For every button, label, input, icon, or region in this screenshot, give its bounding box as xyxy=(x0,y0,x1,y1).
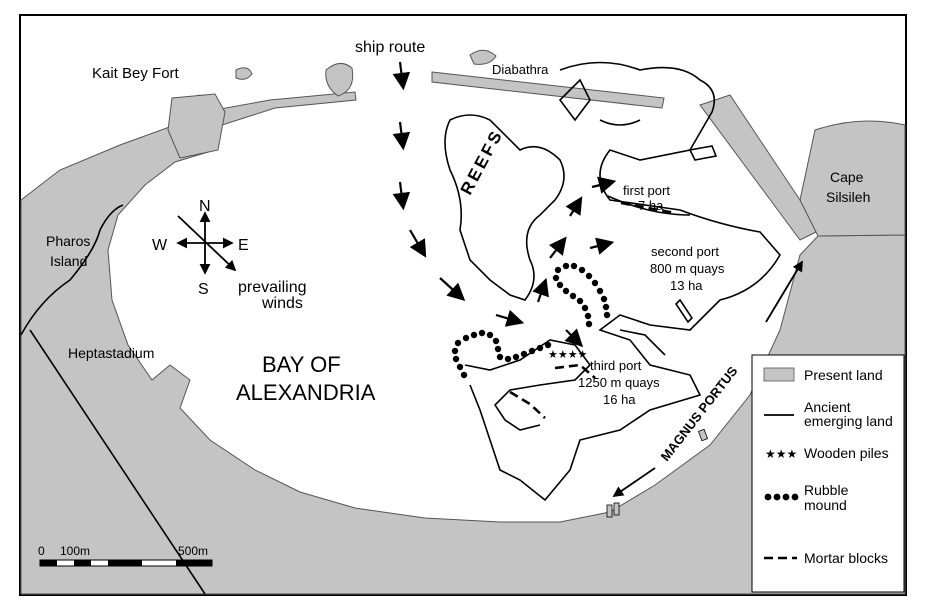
label-winds: winds xyxy=(261,295,303,312)
legend-wooden-piles: Wooden piles xyxy=(804,445,889,461)
legend-mortar-blocks: Mortar blocks xyxy=(804,550,888,566)
label-diabathra: Diabathra xyxy=(492,62,549,77)
label-kait-bey-fort: Kait Bey Fort xyxy=(92,65,180,82)
scale-end: 500m xyxy=(178,544,208,558)
legend-rubble: Rubble xyxy=(804,482,849,498)
compass-rose xyxy=(176,211,237,275)
label-bay-of: BAY OF xyxy=(262,352,341,377)
label-cape: Cape xyxy=(830,169,864,185)
label-second-port-area: 13 ha xyxy=(670,278,703,293)
scale-start: 0 xyxy=(38,544,45,558)
present-land xyxy=(20,49,906,595)
label-second-port-quays: 800 m quays xyxy=(650,261,725,276)
scale-mid: 100m xyxy=(60,544,90,558)
rubble-mound-third-port xyxy=(451,329,552,379)
legend-present-land: Present land xyxy=(804,367,883,383)
label-third-port: third port xyxy=(590,358,642,373)
label-pharos: Pharos xyxy=(46,233,90,249)
label-island: Island xyxy=(50,253,87,269)
label-ship-route: ship route xyxy=(355,39,425,56)
compass-w: W xyxy=(152,237,168,254)
ship-route-arrows xyxy=(392,61,617,348)
label-second-port: second port xyxy=(651,244,719,259)
label-first-port-area: 7 ha xyxy=(638,198,664,213)
harbour-structures xyxy=(606,428,709,518)
legend-wooden-piles-symbol: ★★★ xyxy=(765,447,797,461)
wooden-piles-marker: ★★★★ xyxy=(548,349,588,361)
label-first-port: first port xyxy=(623,183,670,198)
legend: ★★★ xyxy=(751,354,905,593)
compass-e: E xyxy=(238,237,249,254)
label-prevailing: prevailing xyxy=(238,279,306,296)
legend-rubble-symbol xyxy=(764,493,799,501)
magnus-portus-arrow xyxy=(612,260,803,498)
scale-bar xyxy=(39,559,213,567)
legend-mound: mound xyxy=(804,497,847,513)
legend-ancient: Ancient xyxy=(804,399,851,415)
ancient-emerging-land xyxy=(20,61,781,595)
label-heptastadium: Heptastadium xyxy=(68,345,154,361)
label-third-port-area: 16 ha xyxy=(603,392,636,407)
label-third-port-quays: 1250 m quays xyxy=(578,375,660,390)
compass-n: N xyxy=(199,198,211,215)
label-alexandria: ALEXANDRIA xyxy=(236,380,376,405)
legend-emerging-land: emerging land xyxy=(804,413,893,429)
rubble-mound-second-port xyxy=(552,262,611,328)
compass-s: S xyxy=(198,281,209,298)
label-silsileh: Silsileh xyxy=(826,189,870,205)
mortar-blocks xyxy=(509,201,676,419)
legend-present-land-swatch xyxy=(763,367,795,382)
